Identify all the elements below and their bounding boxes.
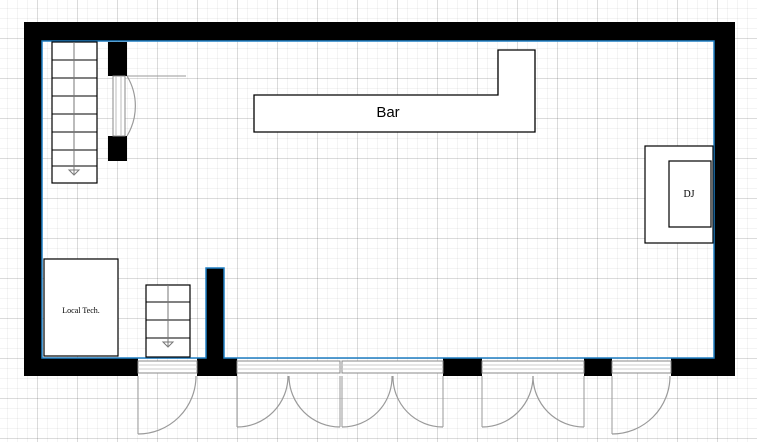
wall-bottom-segment-2[interactable]: [197, 358, 237, 376]
door-leaf: [112, 75, 126, 137]
local-tech-area[interactable]: Local Tech.: [43, 258, 119, 357]
wall-bottom-segment-1[interactable]: [24, 358, 138, 376]
bar-label: Bar: [376, 104, 399, 121]
wall-right[interactable]: [714, 22, 735, 376]
local-tech-label: Local Tech.: [62, 306, 100, 315]
floor-outline: [41, 40, 715, 359]
wall-bottom-segment-3[interactable]: [443, 358, 482, 376]
walls: [24, 22, 735, 376]
entrance-door-1[interactable]: [137, 360, 198, 435]
entrance-door-2[interactable]: [236, 360, 341, 428]
entrance-door-4[interactable]: [481, 360, 585, 428]
door-jamb-bottom: [108, 136, 127, 161]
staircase-small[interactable]: [145, 284, 191, 358]
wall-left[interactable]: [24, 22, 42, 376]
entrance-door-5[interactable]: [611, 360, 672, 435]
interior-door[interactable]: [108, 42, 186, 161]
door-swing-arc: [126, 75, 136, 137]
staircase-main[interactable]: [51, 41, 98, 184]
stair-arrow-icon: [67, 169, 81, 176]
wall-bottom-segment-4[interactable]: [584, 358, 612, 376]
entrance-door-3[interactable]: [341, 360, 444, 428]
dj-label: DJ: [683, 189, 694, 200]
bar-counter[interactable]: Bar: [253, 49, 536, 133]
door-jamb-top: [108, 42, 127, 76]
dj-booth[interactable]: DJ: [644, 145, 714, 244]
wall-bottom-segment-5[interactable]: [671, 358, 735, 376]
stair-arrow-icon: [161, 341, 175, 348]
wall-stub-interior-fill: [208, 270, 222, 360]
wall-top[interactable]: [24, 22, 735, 41]
